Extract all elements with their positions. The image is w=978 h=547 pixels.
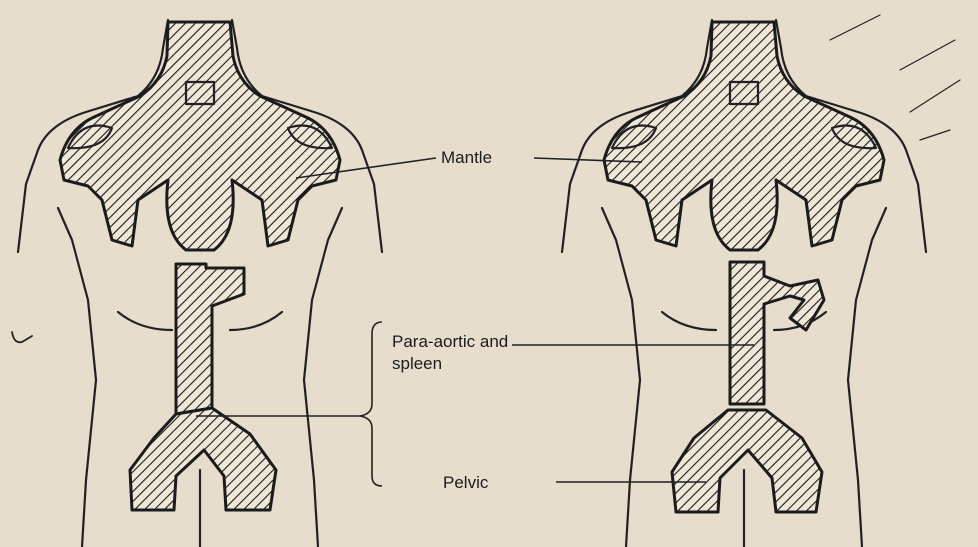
spleen-label: spleen	[392, 353, 442, 374]
left-para-aortic-spleen-field	[176, 264, 244, 414]
right-para-aortic-spleen-field	[730, 262, 824, 404]
pelvic-label: Pelvic	[443, 472, 488, 493]
right-body-figure	[562, 15, 960, 547]
left-body-figure	[18, 20, 382, 547]
left-pelvic-field	[130, 408, 276, 510]
mantle-label: Mantle	[441, 147, 492, 168]
left-mantle-field	[60, 22, 340, 250]
para-aortic-label: Para-aortic and	[392, 331, 508, 352]
stray-mark	[12, 332, 32, 342]
right-pelvic-field	[672, 410, 822, 512]
right-mantle-field	[604, 22, 884, 250]
grouping-brace	[360, 322, 382, 486]
